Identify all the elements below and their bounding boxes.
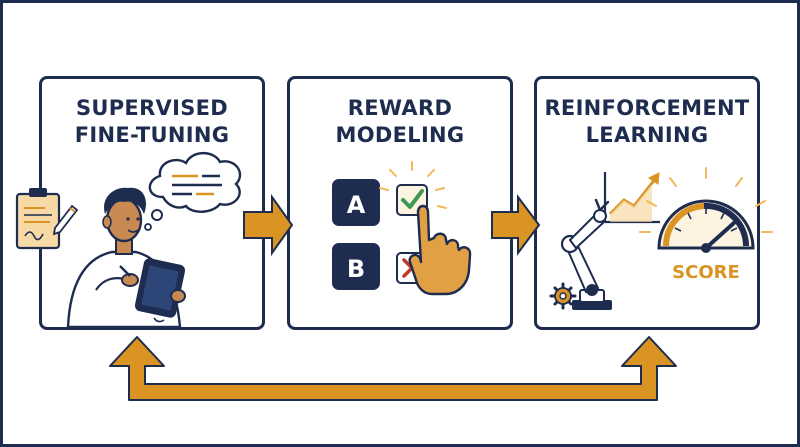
panel-title-line1: REINFORCEMENT [544, 96, 750, 120]
gauge-glow [639, 167, 773, 233]
panel-title-line1: REWARD [347, 96, 453, 120]
gauge-icon [657, 199, 755, 253]
option-b-box [332, 243, 380, 290]
gauge-score-label: SCORE [672, 262, 740, 283]
hand-pointer-icon [408, 204, 472, 296]
rising-chart-icon [603, 172, 660, 224]
robot-arm-icon [560, 198, 612, 310]
panel-title-line2: MODELING [335, 123, 465, 147]
option-b-label: B [347, 255, 365, 283]
panel-title: REWARD MODELING [290, 95, 510, 149]
feedback-loop-arrow [109, 336, 677, 401]
arrow-step1-to-step2 [243, 193, 294, 257]
highlight-rays [379, 161, 447, 209]
panel-title: SUPERVISED FINE-TUNING [42, 95, 262, 149]
panel-title-line1: SUPERVISED [75, 96, 229, 120]
panel-title-line2: FINE-TUNING [74, 123, 230, 147]
panel-title-line2: LEARNING [585, 123, 709, 147]
thought-bubble-icon [144, 151, 242, 231]
option-a-box [332, 179, 380, 226]
option-a-label: A [347, 191, 366, 219]
panel-title: REINFORCEMENT LEARNING [537, 95, 757, 149]
tablet-icon [134, 258, 186, 323]
arrow-step2-to-step3 [491, 194, 541, 256]
clipboard-icon [15, 188, 79, 250]
gear-icon [549, 282, 577, 310]
